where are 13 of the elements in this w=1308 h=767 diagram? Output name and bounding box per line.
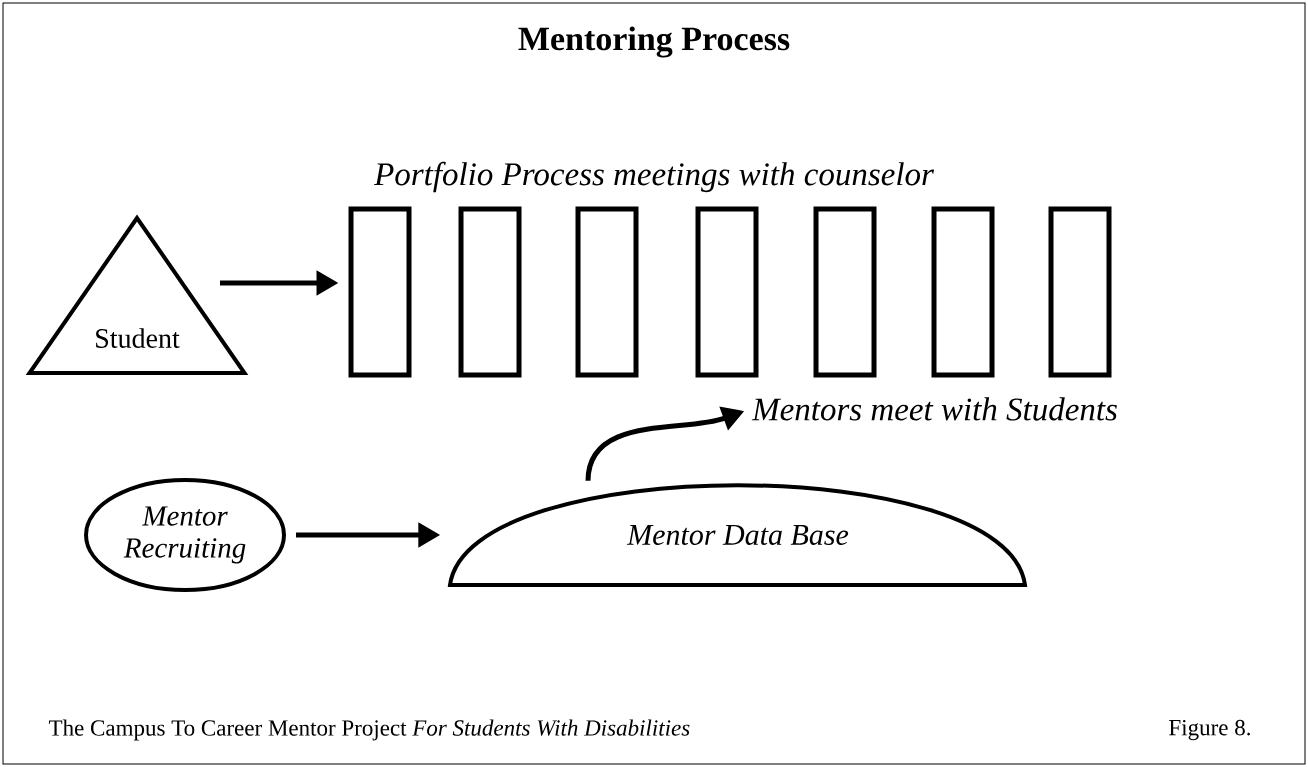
database-dome: Mentor Data Base [448, 483, 1027, 587]
meeting-box [348, 206, 412, 378]
meeting-box [458, 206, 522, 378]
meeting-box [813, 206, 877, 378]
meeting-box [695, 206, 759, 378]
meeting-box [575, 206, 639, 378]
title: Mentoring Process [518, 26, 790, 58]
meeting-box [931, 206, 995, 378]
section-heading: Portfolio Process meetings with counselor [373, 161, 934, 193]
mentor-meeting-text: Mentors meet with Students [751, 397, 1117, 421]
meeting-box [1048, 206, 1112, 378]
figure-number: Figure 8. [1169, 719, 1250, 741]
caption: The Campus To Career Mentor Project For Students With Disabilities [48, 719, 690, 741]
